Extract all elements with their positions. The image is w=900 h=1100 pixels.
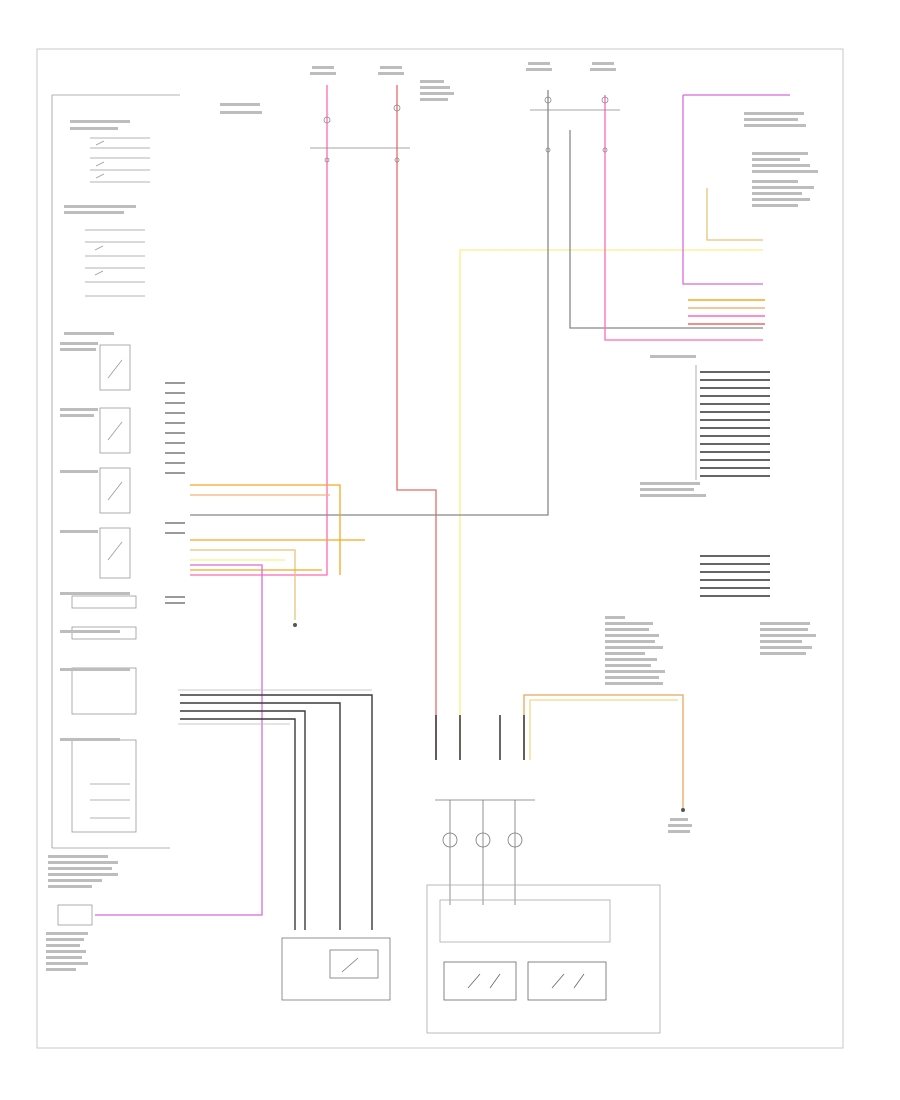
wire-grey-right bbox=[569, 130, 763, 329]
steering-wheel-module bbox=[426, 884, 661, 1034]
steering-switches bbox=[435, 799, 535, 905]
tiptronic-down-switch bbox=[443, 961, 517, 1001]
wire-grey-horiz bbox=[190, 90, 549, 516]
switch-contact-right bbox=[551, 973, 585, 989]
wire-orange-right bbox=[523, 694, 684, 808]
right-connector-stack bbox=[700, 371, 770, 597]
module-box-bottom-left bbox=[57, 904, 93, 926]
right-labels bbox=[605, 355, 816, 833]
harness-grey bbox=[178, 689, 372, 725]
wire-violet-right bbox=[682, 95, 763, 285]
sensor-inner bbox=[329, 949, 379, 979]
inner-module bbox=[439, 899, 611, 943]
wire-orange-1 bbox=[190, 484, 341, 575]
wire-pink-main bbox=[190, 85, 328, 576]
right-connector-colored bbox=[688, 299, 765, 325]
bottom-connector-row bbox=[435, 715, 525, 760]
diagram-border bbox=[36, 48, 844, 1049]
wire-tan-1 bbox=[190, 549, 296, 620]
wire-tan-right bbox=[706, 188, 763, 241]
left-switch-block bbox=[51, 94, 180, 849]
fuse-symbols bbox=[310, 96, 620, 163]
top-labels bbox=[220, 62, 818, 207]
switch-contact-left bbox=[467, 973, 501, 989]
transmission-sensor-box bbox=[281, 937, 391, 1001]
connector-pin-column bbox=[165, 382, 185, 604]
wire-set bbox=[95, 85, 790, 916]
wire-pink-red bbox=[396, 85, 437, 760]
left-switch-labels bbox=[46, 120, 136, 971]
ground-symbols bbox=[293, 623, 685, 812]
wire-yellow-long bbox=[459, 249, 763, 760]
wire-violet-long bbox=[95, 564, 263, 916]
tiptronic-up-switch bbox=[527, 961, 607, 1001]
wire-tan-right-2 bbox=[529, 699, 678, 760]
harness-dark bbox=[180, 694, 373, 930]
wire-pink-right bbox=[604, 95, 763, 341]
sensor-contact bbox=[341, 957, 359, 973]
